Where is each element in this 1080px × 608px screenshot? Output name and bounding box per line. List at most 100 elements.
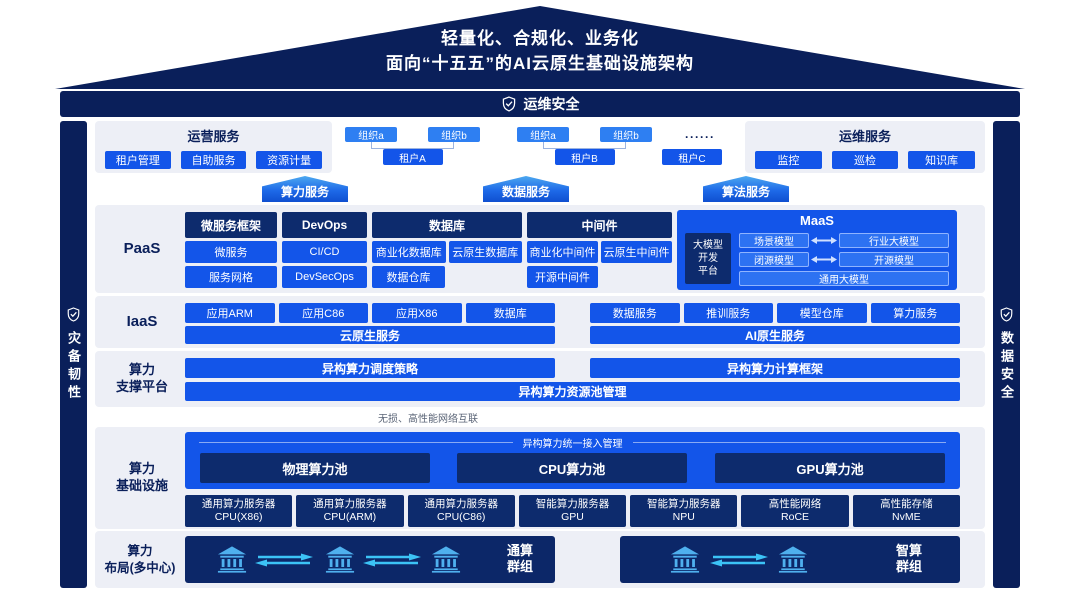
iaas-label: IaaS (126, 313, 158, 331)
chip-devsecops: DevSecOps (282, 266, 367, 288)
bidirectional-arrow-icon (255, 553, 313, 567)
unified-access-title: 异构算力统一接入管理 (522, 439, 623, 450)
network-interconnect-note: 无损、高性能网络互联 (378, 414, 478, 425)
datacenter-bank-icon (217, 546, 247, 573)
chip-train-infer-service: 推训服务 (683, 303, 773, 323)
chip-cloudnative-middleware: 云原生中间件 (601, 241, 672, 263)
chip-model-repo: 模型仓库 (777, 303, 867, 323)
chip-tenant-management: 租户管理 (105, 151, 171, 169)
chip-cloudnative-db: 云原生数据库 (448, 241, 522, 263)
chip-general-model: 通用大模型 (739, 271, 949, 286)
chip-org-a: 组织a (345, 127, 397, 142)
paas-panel: PaaS 微服务框架 微服务 服务网格 DevOps CI/CD DevSecO… (95, 205, 985, 293)
llm-dev-platform-box: 大模型 开发 平台 (685, 233, 731, 284)
chip-cicd: CI/CD (282, 241, 367, 263)
chip-tenant-c: 租户C (662, 149, 722, 165)
main-content: 运营服务 租户管理 自助服务 资源计量 组织a 组织b 租户A 组织a 组织b (95, 121, 985, 588)
chip-open-model: 开源模型 (839, 252, 949, 267)
chip-microservice: 微服务 (185, 241, 277, 263)
paas-block-database: 数据库 商业化数据库 云原生数据库 数据仓库 (372, 212, 522, 288)
maintenance-services-title: 运维服务 (838, 129, 891, 144)
iaas-panel: IaaS 应用ARM 应用C86 应用X86 数据库 云原生服务 数据服务 推训… (95, 296, 985, 348)
divider-line (199, 442, 513, 443)
chip-industry-model: 行业大模型 (839, 233, 949, 248)
chip-self-service: 自助服务 (180, 151, 247, 169)
double-arrow-icon (811, 256, 837, 263)
iaas-left-chips: 应用ARM 应用C86 应用X86 数据库 (185, 303, 555, 323)
compute-support-label: 算力 支撑平台 (115, 362, 168, 394)
compute-layout-label: 算力 布局(多中心) (104, 544, 176, 575)
datacenter-bank-icon (431, 546, 461, 573)
ai-compute-group-label: 智算 群组 (895, 542, 922, 575)
hetero-computing-framework-bar: 异构算力计算框架 (590, 358, 960, 378)
shield-check-icon (1000, 306, 1013, 322)
chip-closed-model: 闭源模型 (739, 252, 809, 267)
tenant-group-b: 组织a 组织b 租户B (517, 127, 652, 165)
ai-compute-group-box: 智算 群组 (620, 536, 960, 583)
paas-block-devops: DevOps CI/CD DevSecOps (282, 212, 367, 288)
chip-commercial-db: 商业化数据库 (372, 241, 446, 263)
paas-label: PaaS (123, 240, 161, 258)
chip-data-warehouse: 数据仓库 (372, 266, 445, 288)
hetero-resource-pool-bar: 异构算力资源池管理 (185, 382, 960, 401)
ai-native-service-bar: AI原生服务 (590, 326, 960, 344)
maintenance-services-chips: 监控 巡检 知识库 (745, 151, 985, 169)
cloud-native-service-bar: 云原生服务 (185, 326, 555, 344)
tenant-group-a: 组织a 组织b 租户A (345, 127, 480, 165)
double-arrow-icon (811, 237, 837, 244)
block-title: 数据库 (372, 212, 522, 238)
chip-tenant-a: 租户A (382, 149, 443, 165)
operation-services-title: 运营服务 (187, 129, 240, 144)
roof-title-line1: 轻量化、合规化、业务化 (441, 29, 639, 48)
compute-infra-panel: 算力 基础设施 异构算力统一接入管理 物理算力池 CPU算力池 GPU算力池 通… (95, 427, 985, 529)
org-tree-connector (371, 142, 454, 149)
chip-scene-model: 场景模型 (739, 233, 809, 248)
block-title: 中间件 (527, 212, 672, 238)
divider-line (632, 442, 946, 443)
physical-pool-box: 物理算力池 (200, 453, 430, 483)
compute-support-panel: 算力 支撑平台 异构算力调度策略 异构算力计算框架 异构算力资源池管理 (95, 351, 985, 407)
bidirectional-arrow-icon (363, 553, 421, 567)
chip-database: 数据库 (465, 303, 555, 323)
maintenance-services-panel: 运维服务 监控 巡检 知识库 (745, 121, 985, 173)
org-tree-connector (543, 142, 626, 149)
cpu-pool-box: CPU算力池 (457, 453, 687, 483)
chip-data-service: 数据服务 (590, 303, 680, 323)
chip-commercial-middleware: 商业化中间件 (527, 241, 598, 263)
tenant-org-area: 组织a 组织b 租户A 组织a 组织b 租户B ······ 租户C (340, 121, 740, 173)
chip-inspection: 巡检 (831, 151, 899, 169)
shield-check-icon (502, 96, 515, 112)
paas-block-microservice: 微服务框架 微服务 服务网格 (185, 212, 277, 288)
disaster-resilience-label: 灾备韧性 (66, 330, 81, 403)
bidirectional-arrow-icon (710, 553, 768, 567)
chip-service-mesh: 服务网格 (185, 266, 277, 288)
hetero-scheduling-bar: 异构算力调度策略 (185, 358, 555, 378)
roof-title: 轻量化、合规化、业务化 面向“十五五”的AI云原生基础设施架构 (55, 28, 1025, 75)
unified-access-container: 异构算力统一接入管理 物理算力池 CPU算力池 GPU算力池 (185, 432, 960, 489)
shield-check-icon (67, 306, 80, 322)
chip-org-b: 组织b (428, 127, 480, 142)
compute-infra-label: 算力 基础设施 (115, 461, 168, 493)
datacenter-bank-icon (670, 546, 700, 573)
chip-org-b: 组织b (600, 127, 652, 142)
iaas-right-chips: 数据服务 推训服务 模型仓库 算力服务 (590, 303, 960, 323)
general-compute-group-box: 通算 群组 (185, 536, 555, 583)
chip-monitoring: 监控 (755, 151, 822, 169)
datacenter-bank-icon (778, 546, 808, 573)
chip-org-a: 组织a (517, 127, 569, 142)
arrow-banner-compute-service: 算力服务 (262, 176, 348, 202)
compute-layout-panel: 算力 布局(多中心) (95, 531, 985, 588)
data-security-bar: 数据安全 (993, 121, 1020, 588)
chip-tenant-b: 租户B (554, 149, 615, 165)
data-security-label: 数据安全 (999, 330, 1014, 403)
chip-knowledge-base: 知识库 (908, 151, 976, 169)
paas-block-middleware: 中间件 商业化中间件 云原生中间件 开源中间件 (527, 212, 672, 288)
ops-security-bar: 运维安全 (60, 91, 1020, 117)
roof-title-line2: 面向“十五五”的AI云原生基础设施架构 (386, 54, 694, 73)
